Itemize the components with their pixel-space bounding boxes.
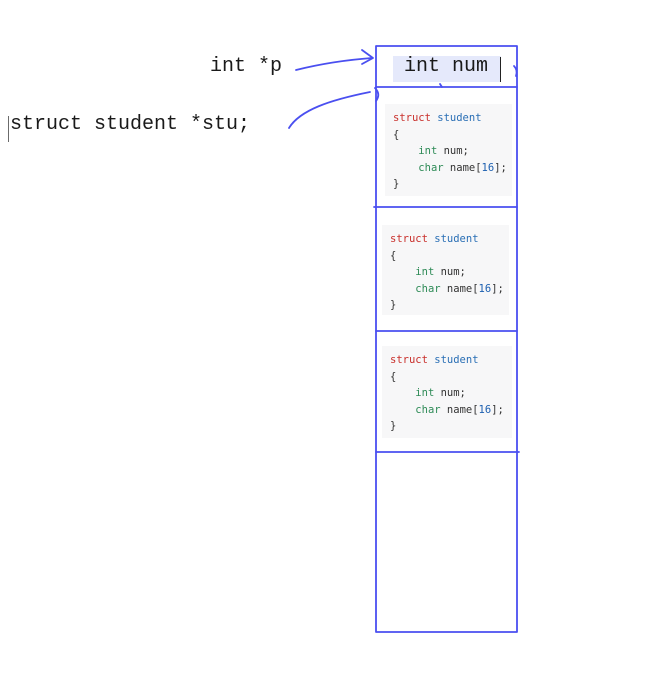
close-brace: } [390,420,397,432]
field-type: char [415,282,441,295]
field-name: name[ [446,403,479,416]
text-cursor [500,57,501,82]
struct-pointer-label: struct student *stu; [10,113,251,136]
struct-name: student [437,112,482,124]
array-size: 16 [481,161,495,174]
struct-keyword: struct [390,233,428,245]
struct-student-block-2: struct student { int num; char name[16];… [382,225,509,315]
field-name: name[ [446,282,479,295]
int-num-cell-label: int num [404,55,489,78]
struct-keyword: struct [390,354,428,366]
arrow-head [374,87,380,102]
open-brace: { [393,128,400,141]
field-name: num; [440,266,466,278]
field-type: char [418,161,444,174]
ink-tick [439,83,443,88]
field-type: char [415,403,441,416]
text-cursor [8,116,9,142]
struct-student-block-1: struct student { int num; char name[16];… [385,104,512,196]
ink-tick [513,65,518,77]
field-name: num; [440,387,466,399]
open-brace: { [390,370,397,383]
field-end: ]; [494,161,507,174]
close-brace: } [393,178,400,190]
close-brace: } [390,299,397,311]
struct-keyword: struct [393,112,431,124]
field-end: ]; [491,403,504,416]
field-type: int [415,266,435,278]
int-pointer-arrow [295,57,373,71]
arrow-head [361,49,374,65]
open-brace: { [390,249,397,262]
int-pointer-label: int *p [210,55,283,78]
field-type: int [415,387,435,399]
int-num-highlight [393,56,501,82]
field-type: int [418,145,438,157]
array-size: 16 [478,403,492,416]
array-size: 16 [478,282,492,295]
struct-name: student [434,354,479,366]
field-end: ]; [491,282,504,295]
struct-pointer-arrow [288,91,371,129]
memory-column-outline [375,45,518,633]
field-name: num; [443,145,469,157]
struct-name: student [434,233,479,245]
field-name: name[ [449,161,482,174]
struct-student-block-3: struct student { int num; char name[16];… [382,346,512,438]
